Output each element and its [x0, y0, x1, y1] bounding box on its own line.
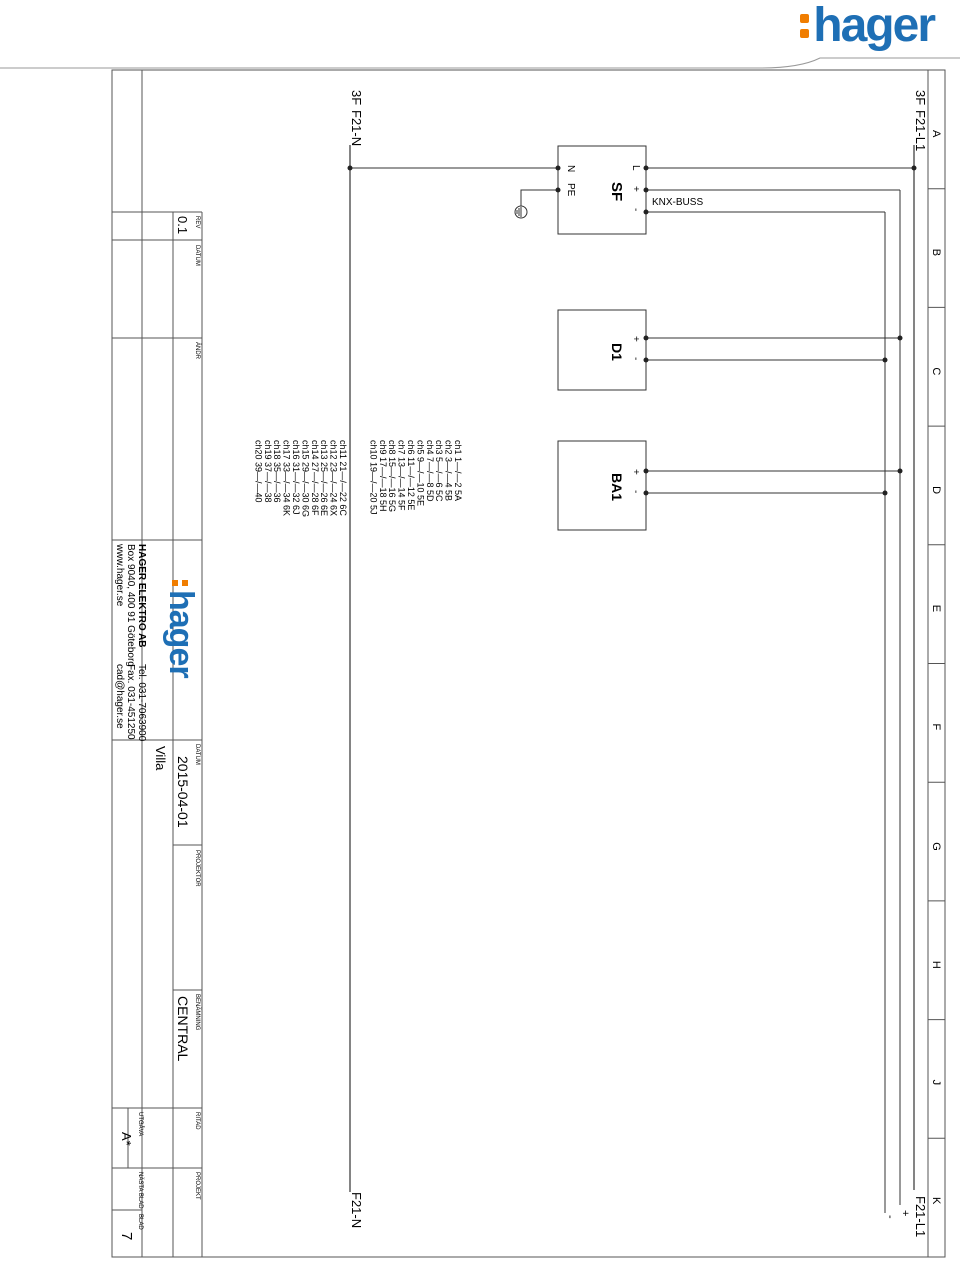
zone-letter: F	[930, 724, 942, 731]
channel-row: ch7 13—/—14 5F	[397, 440, 407, 511]
channel-row: ch5 9—/—10 5E	[415, 440, 425, 506]
sf-pin-l: L	[630, 165, 641, 171]
sf-pin-minus: -	[630, 208, 641, 211]
channel-row: ch14 27—/—28 6F	[310, 440, 320, 516]
project-text: Villa	[153, 746, 168, 771]
ba1-plus: +	[630, 469, 641, 475]
brand-logo: hager	[800, 0, 936, 52]
rev-label: REV	[194, 216, 200, 228]
zone-letter: K	[930, 1197, 942, 1205]
phase-label-bottom: F21-L1	[913, 1196, 928, 1237]
datum-label-top: DATUM	[194, 245, 200, 266]
company-email: cad@hager.se	[114, 664, 125, 729]
date-label: DATUM	[194, 744, 200, 765]
channel-row: ch8 15—/—16 5G	[387, 440, 397, 512]
projektor-label: PROJEKTOR	[194, 850, 200, 887]
bus-minus-label: -	[884, 1215, 896, 1219]
junction-dots	[347, 165, 917, 496]
d1-label: D1	[609, 343, 625, 361]
phase-label-top: F21-L1	[913, 110, 928, 151]
company-address: Box 9040, 400 91 Göteborg	[125, 544, 136, 667]
zone-letter: G	[930, 842, 942, 851]
sf-pin-plus: +	[630, 186, 641, 192]
channel-row: ch4 7—/—8 5D	[425, 440, 435, 502]
zone-letter: E	[930, 605, 942, 612]
channel-row: ch10 19—/—20 5J	[368, 440, 378, 515]
ba1-minus: -	[630, 490, 641, 493]
channel-row: ch17 33—/—34 6K	[282, 440, 292, 516]
utgava-value: A*	[119, 1132, 134, 1146]
channel-row: ch20 39—/—40	[253, 440, 263, 503]
sheet-frame	[111, 69, 946, 1258]
header-divider	[0, 57, 960, 69]
company-fax: Fax. 031-451250	[125, 664, 136, 740]
d1-box	[557, 309, 647, 391]
title-block-logo: hager	[162, 580, 200, 678]
benamning-label: BENÄMNING	[194, 994, 201, 1031]
phase-prefix: 3F	[913, 90, 928, 105]
ba1-box	[557, 440, 647, 531]
knx-bus-label: KNX-BUSS	[652, 197, 703, 208]
channel-row: ch3 5—/—6 5C	[434, 440, 444, 502]
zone-letter: J	[930, 1080, 942, 1086]
date-value: 2015-04-01	[175, 756, 191, 828]
benamning-value: CENTRAL	[175, 996, 191, 1062]
zone-letter: D	[930, 486, 942, 494]
channel-row: ch12 23—/—24 6X	[329, 440, 339, 516]
channel-row: ch1 1—/—2 5A	[453, 440, 463, 501]
projekt-label: PROJEKT	[194, 1172, 200, 1200]
channel-row: ch15 29—/—30 6G	[300, 440, 310, 517]
sf-pe-wire	[520, 189, 558, 206]
title-block-logo-text: hager	[162, 590, 200, 678]
channel-row: ch9 17—/—18 5H	[378, 440, 388, 512]
logo-text: hager	[813, 0, 936, 52]
zone-ticks: A B C D E F G H J K	[928, 130, 945, 1205]
d1-plus: +	[630, 336, 641, 342]
ba1-label: BA1	[609, 473, 625, 501]
zone-letter: C	[930, 367, 942, 375]
utgava-label: UTGÅVA	[137, 1112, 144, 1136]
channel-row: ch13 25—/—26 6E	[319, 440, 329, 516]
zone-letter: B	[930, 249, 942, 256]
logo-dots	[800, 14, 810, 38]
bus-plus-label: +	[899, 1210, 911, 1216]
channel-row: ch6 11—/—12 5E	[406, 440, 416, 510]
rit-label: RITAD	[194, 1112, 200, 1130]
channel-row: ch18 35—/—36	[272, 440, 282, 503]
zone-letter: H	[930, 961, 942, 969]
channel-row: ch11 21—/—22 6C	[338, 440, 348, 516]
zone-letter: A	[930, 130, 942, 138]
sf-label: SF	[608, 182, 625, 201]
company-tel: Tel. 031-7063900	[136, 664, 147, 742]
neutral-label-top: F21-N	[349, 110, 364, 146]
blad-label: BLAD	[137, 1214, 143, 1230]
channel-row: ch2 3—/—4 5B	[444, 440, 454, 501]
page-header: hager	[0, 0, 960, 70]
sf-pin-n: N	[565, 165, 576, 172]
d1-minus: -	[630, 357, 641, 360]
neutral-prefix: 3F	[349, 90, 364, 105]
neutral-label-bottom: F21-N	[349, 1192, 364, 1228]
channel-row: ch16 31—/—32 6J	[291, 440, 301, 515]
rev-value: 0.1	[175, 216, 190, 234]
company-name: HAGER ELEKTRO AB	[136, 544, 147, 648]
nasta-label: NÄSTA BLAD	[137, 1172, 144, 1209]
sf-pin-pe: PE	[565, 183, 576, 197]
company-web: www.hager.se	[114, 543, 125, 607]
channel-row: ch19 37—/—38	[263, 440, 273, 503]
earth-icon	[514, 205, 528, 219]
blad-value: 7	[118, 1232, 135, 1240]
andr-label: ÄNDR	[194, 342, 201, 360]
